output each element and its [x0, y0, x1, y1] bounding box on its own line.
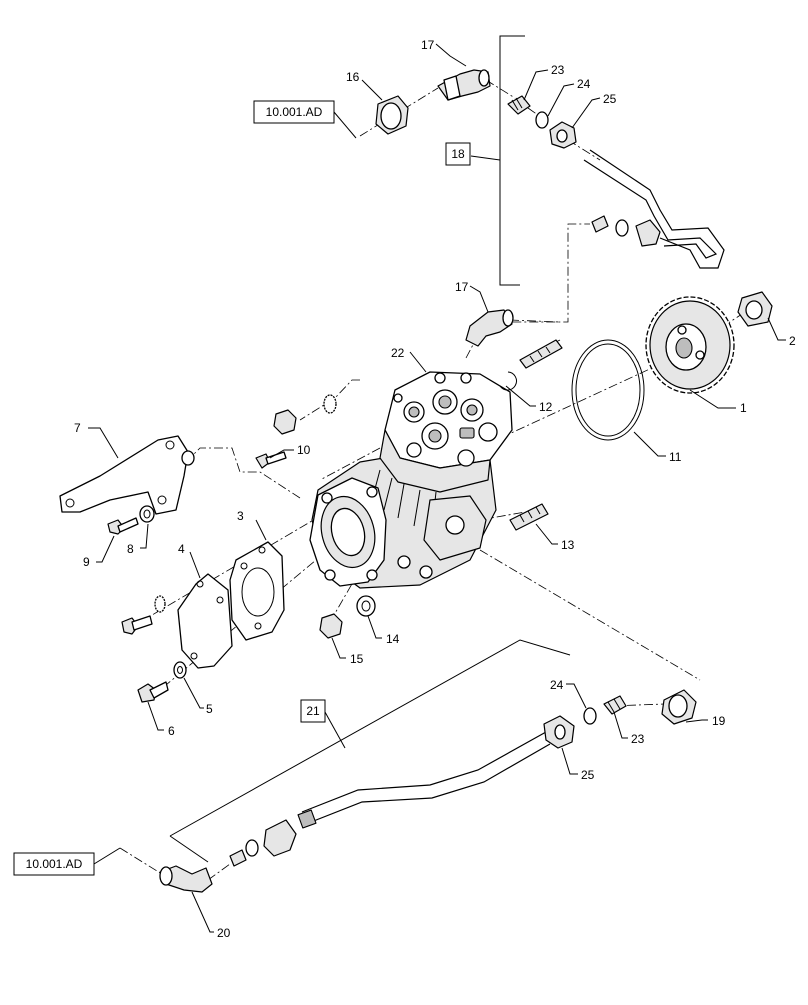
- callout-7: 7: [74, 421, 81, 435]
- nut-15: [319, 613, 343, 639]
- o-ring: [571, 339, 645, 441]
- ref-box-bottom[interactable]: 10.001.AD: [13, 847, 121, 876]
- callout-17-lower: 17: [455, 280, 469, 294]
- ref-label-top: 10.001.AD: [266, 105, 323, 119]
- group-label-21: 21: [306, 704, 320, 718]
- air-compressor-pump: [309, 371, 513, 589]
- mounting-bracket: [59, 435, 195, 515]
- cover-plate: [177, 573, 233, 669]
- group-bracket-upper: [470, 35, 525, 286]
- ref-label-bottom: 10.001.AD: [26, 857, 83, 871]
- callout-4: 4: [178, 542, 185, 556]
- sleeve-24-top: [535, 111, 549, 129]
- sleeve-24-bottom: [583, 707, 597, 725]
- gear-nut: [737, 291, 773, 327]
- stud-upper: [519, 339, 563, 369]
- stud: [509, 503, 549, 531]
- connector-23-bottom: [603, 695, 627, 715]
- callout-24-bottom: 24: [550, 678, 564, 692]
- washer-14: [356, 595, 376, 617]
- fitting-19: [661, 689, 697, 725]
- callout-16: 16: [346, 70, 360, 84]
- callout-25-top: 25: [603, 92, 617, 106]
- callout-19: 19: [712, 714, 726, 728]
- ref-box-top[interactable]: 10.001.AD: [253, 100, 357, 139]
- callout-2: 2: [789, 334, 796, 348]
- callout-23-top: 23: [551, 63, 565, 77]
- washer-8: [139, 505, 155, 523]
- group-box-21[interactable]: 21: [300, 699, 326, 723]
- callout-leaders: [88, 43, 786, 933]
- callout-25-bottom: 25: [581, 768, 595, 782]
- tube-assembly-lower: [229, 731, 551, 867]
- screw-9: [107, 517, 139, 535]
- bolt-left-upper: [121, 595, 166, 635]
- gasket: [229, 541, 285, 641]
- elbow-17-top: [437, 69, 491, 101]
- callout-5: 5: [206, 702, 213, 716]
- callout-24-top: 24: [577, 77, 591, 91]
- snap-ring: [499, 371, 517, 391]
- callout-14: 14: [386, 632, 400, 646]
- callout-1: 1: [740, 401, 747, 415]
- fitting-16: [375, 95, 409, 135]
- callout-20: 20: [217, 926, 231, 940]
- nut-upper-left: [273, 394, 337, 435]
- callout-23-bottom: 23: [631, 732, 645, 746]
- callout-11: 11: [669, 450, 682, 464]
- elbow-17-lower: [465, 309, 514, 347]
- group-label-18: 18: [451, 147, 465, 161]
- nut-25-top: [549, 121, 577, 149]
- callout-6: 6: [168, 724, 175, 738]
- bolt-6: [137, 681, 169, 703]
- callout-17-top: 17: [421, 38, 435, 52]
- elbow-20: [159, 865, 213, 893]
- bolt-10: [255, 451, 287, 469]
- callout-8: 8: [127, 542, 134, 556]
- group-box-18[interactable]: 18: [445, 142, 471, 166]
- assembly-centerlines: [119, 79, 746, 881]
- drive-gear: [645, 296, 735, 394]
- callout-numbers: 1 2 3 4 5 6 7 8 9 10 11 12 13 14 15 16 1…: [74, 38, 796, 940]
- tube-assembly-upper: [583, 149, 725, 269]
- callout-13: 13: [561, 538, 575, 552]
- connector-23-top: [507, 95, 531, 115]
- callout-15: 15: [350, 652, 364, 666]
- group-bracket-lower: [169, 639, 571, 863]
- callout-10: 10: [297, 443, 311, 457]
- callout-12: 12: [539, 400, 553, 414]
- nut-25-bottom: [543, 715, 575, 749]
- washer-5: [173, 661, 187, 679]
- callout-3: 3: [237, 509, 244, 523]
- callout-9: 9: [83, 555, 90, 569]
- callout-22: 22: [391, 346, 405, 360]
